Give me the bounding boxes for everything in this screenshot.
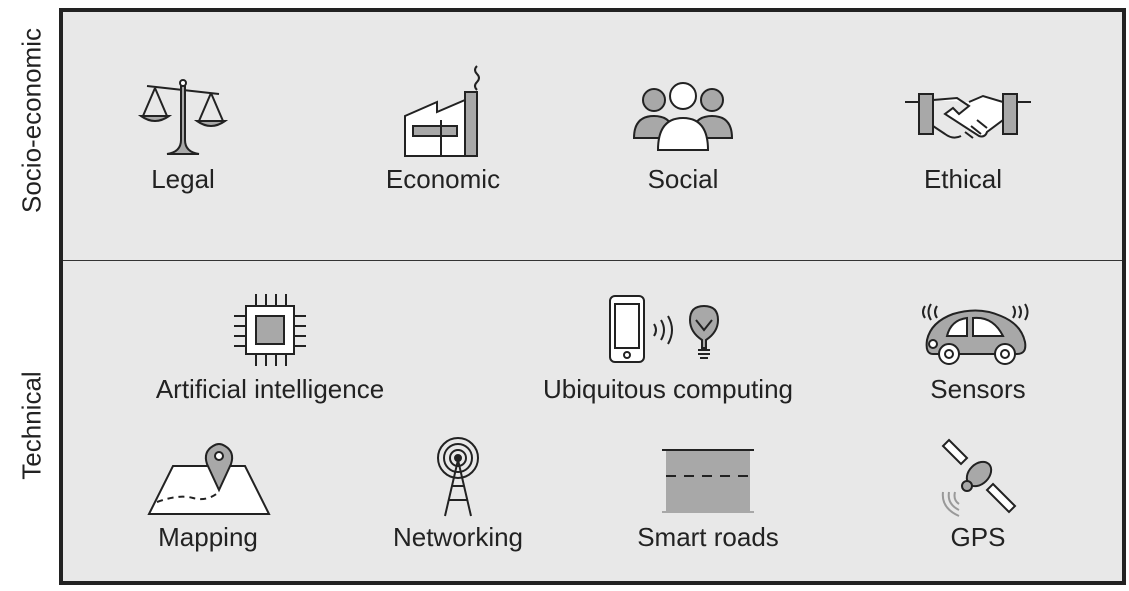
section-divider [63, 260, 1122, 261]
legal-item: Legal [123, 74, 243, 194]
car-with-signals-icon [922, 303, 1029, 365]
ethical-item: Ethical [903, 74, 1031, 194]
ubiquitous-computing-item: Ubiquitous computing [518, 292, 818, 404]
networking-label: Networking [392, 522, 524, 552]
sensors-label: Sensors [930, 374, 1026, 404]
scales-of-justice-icon [137, 79, 229, 155]
mapping-item: Mapping [123, 436, 293, 552]
handshake-icon [905, 93, 1031, 139]
technical-label: Technical [16, 371, 47, 480]
group-of-people-icon [632, 82, 734, 151]
gps-item: GPS [923, 436, 1033, 552]
artificial-intelligence-label: Artificial intelligence [155, 374, 385, 404]
map-pin-icon [147, 443, 271, 515]
socio-economic-label: Socio-economic [16, 28, 47, 213]
phone-and-lightbulb-icon [609, 295, 720, 363]
smart-roads-label: Smart roads [637, 522, 779, 552]
diagram-frame: Legal Economic Social [59, 8, 1126, 585]
microchip-icon [234, 294, 306, 366]
radio-tower-icon [437, 437, 479, 517]
factory-icon [404, 65, 480, 157]
social-label: Social [647, 164, 719, 194]
economic-item: Economic [363, 60, 523, 194]
smart-roads-item: Smart roads [628, 436, 788, 552]
economic-label: Economic [385, 164, 501, 194]
legal-label: Legal [151, 164, 215, 194]
gps-label: GPS [950, 522, 1006, 552]
social-item: Social [623, 74, 743, 194]
sensors-item: Sensors [903, 292, 1053, 404]
satellite-icon [941, 438, 1017, 517]
ethical-label: Ethical [923, 164, 1003, 194]
artificial-intelligence-item: Artificial intelligence [125, 292, 415, 404]
mapping-label: Mapping [158, 522, 258, 552]
ubiquitous-computing-label: Ubiquitous computing [542, 374, 794, 404]
road-icon [662, 449, 754, 513]
networking-item: Networking [383, 436, 533, 552]
